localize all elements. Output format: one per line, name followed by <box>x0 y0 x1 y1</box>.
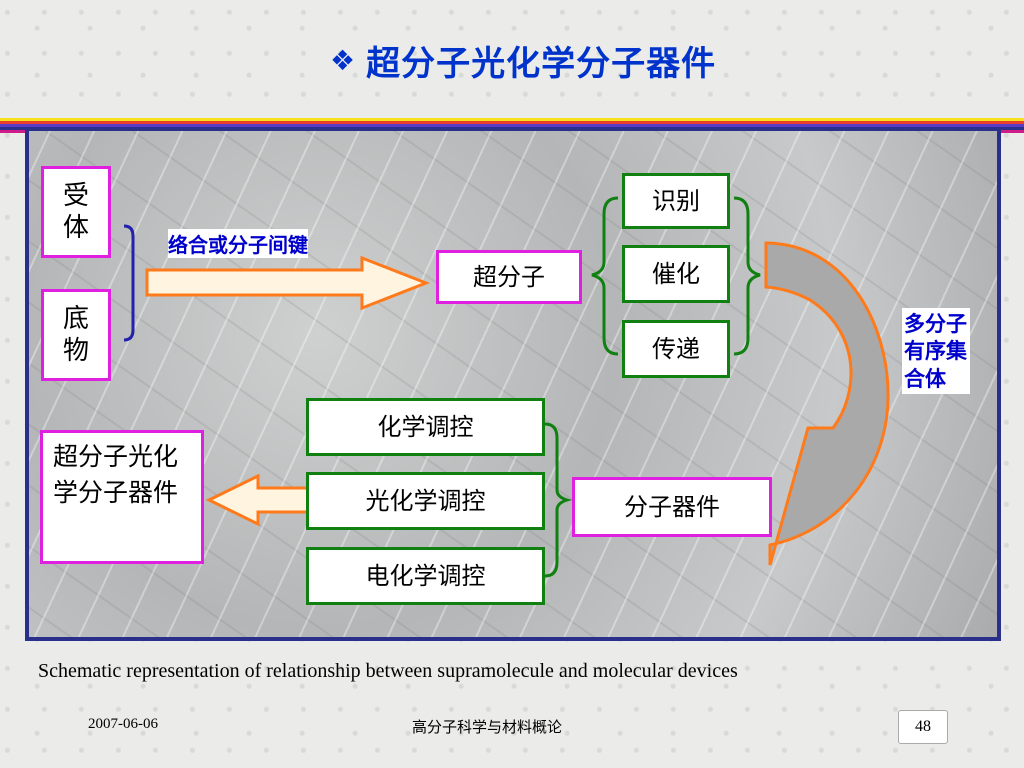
curved-assembly-arrow <box>764 241 890 566</box>
function-box-transport: 传递 <box>622 320 730 378</box>
ordered-assembly-label: 多分子有序集合体 <box>902 308 970 394</box>
output-arrow <box>205 473 310 527</box>
molecular-device-box: 分子器件 <box>572 477 772 537</box>
page-number: 48 <box>898 710 948 744</box>
diamond-bullet-icon: ❖ <box>330 44 357 77</box>
control-label-chemical: 化学调控 <box>377 413 474 441</box>
bond-label: 络合或分子间键 <box>168 229 308 258</box>
control-label-electrochemical: 电化学调控 <box>365 562 486 590</box>
control-box-chemical: 化学调控 <box>306 398 545 456</box>
control-box-photochemical: 光化学调控 <box>306 472 545 530</box>
molecular-device-label: 分子器件 <box>624 493 720 521</box>
brace-left-group <box>123 224 135 342</box>
function-label-transport: 传递 <box>652 335 700 363</box>
slide-title-bar: ❖ 超分子光化学分子器件 <box>330 36 716 85</box>
footer-course: 高分子科学与材料概论 <box>412 718 563 736</box>
slide-title: 超分子光化学分子器件 <box>366 44 717 84</box>
supramolecule-label: 超分子 <box>473 263 545 291</box>
acceptor-label: 受体 <box>62 180 89 244</box>
function-label-recognition: 识别 <box>652 187 700 215</box>
slide-caption: Schematic representation of relationship… <box>38 660 738 682</box>
acceptor-box: 受体 <box>41 166 111 258</box>
supramolecule-box: 超分子 <box>436 250 582 304</box>
brace-controls <box>544 422 573 578</box>
function-label-catalysis: 催化 <box>652 260 700 288</box>
bond-arrow <box>145 255 431 311</box>
control-label-photochemical: 光化学调控 <box>365 487 486 515</box>
photochem-device-label: 超分子光化学分子器件 <box>53 442 179 508</box>
substrate-label: 底物 <box>62 303 89 367</box>
substrate-box: 底物 <box>41 289 111 381</box>
footer-date: 2007-06-06 <box>88 716 158 732</box>
function-box-catalysis: 催化 <box>622 245 730 303</box>
brace-functions-left <box>591 196 619 356</box>
brace-functions-right <box>733 196 761 356</box>
function-box-recognition: 识别 <box>622 173 730 229</box>
photochem-device-box: 超分子光化学分子器件 <box>40 430 204 564</box>
control-box-electrochemical: 电化学调控 <box>306 547 545 605</box>
